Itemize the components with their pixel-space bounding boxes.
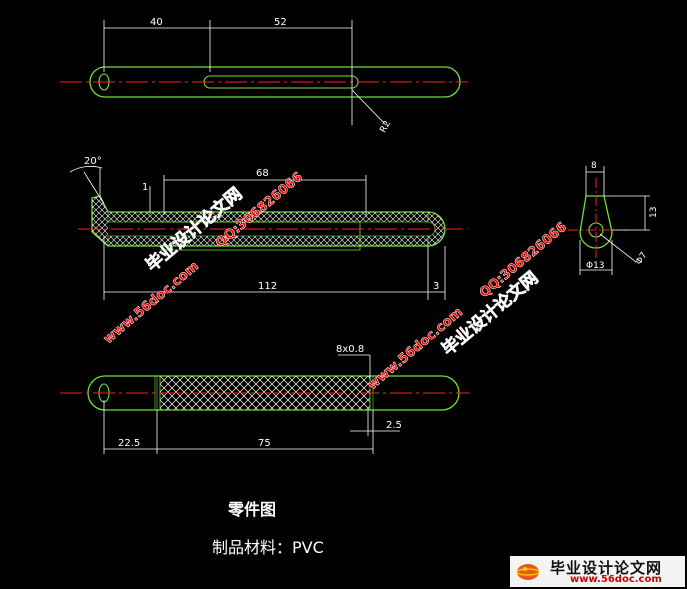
side-dim-height: 13 <box>649 207 659 218</box>
top-dim-radius: R2 <box>378 119 393 134</box>
bottom-view-outline <box>87 375 460 411</box>
bottom-dim-mid: 75 <box>258 438 271 449</box>
front-view: 20° 68 1 112 3 <box>69 156 468 300</box>
bottom-view: 8x0.8 22.5 75 2.5 <box>60 344 470 454</box>
top-dim-right: 52 <box>274 17 287 28</box>
top-view-outline <box>89 66 461 98</box>
top-dim-left: 40 <box>150 17 163 28</box>
bottom-dim-left: 22.5 <box>118 438 140 449</box>
watermark-left: 毕业设计论文网 QQ:306826066 www.56doc.com <box>101 169 306 347</box>
side-dim-bottom: Φ13 <box>586 261 605 271</box>
side-dim-width: 8 <box>591 161 597 171</box>
front-dim-total: 112 <box>258 281 277 292</box>
front-view-knurl-top <box>107 211 429 223</box>
logo-globe-icon <box>516 564 540 580</box>
top-view-end-hole <box>98 73 110 91</box>
front-view-knurl-bottom <box>107 235 429 247</box>
side-view-outline <box>579 195 613 249</box>
front-dim-angle: 20° <box>84 156 102 167</box>
front-dim-slot: 68 <box>256 168 269 179</box>
logo-url: www.56doc.com <box>570 574 662 585</box>
side-view: 8 13 Φ13 Φ7 <box>568 161 659 275</box>
front-dim-end: 3 <box>433 281 439 292</box>
bottom-knurl-label: 8x0.8 <box>336 344 364 355</box>
logo-title: 毕业设计论文网 <box>550 559 663 577</box>
top-view: 40 52 R2 <box>60 17 468 135</box>
front-dim-step: 1 <box>142 182 148 193</box>
material-label: 制品材料：PVC <box>212 538 324 557</box>
drawing-title: 零件图 <box>228 500 277 519</box>
side-dim-hole: Φ7 <box>634 251 650 267</box>
bottom-dim-right: 2.5 <box>386 420 402 431</box>
site-logo: 毕业设计论文网 www.56doc.com <box>510 556 685 587</box>
